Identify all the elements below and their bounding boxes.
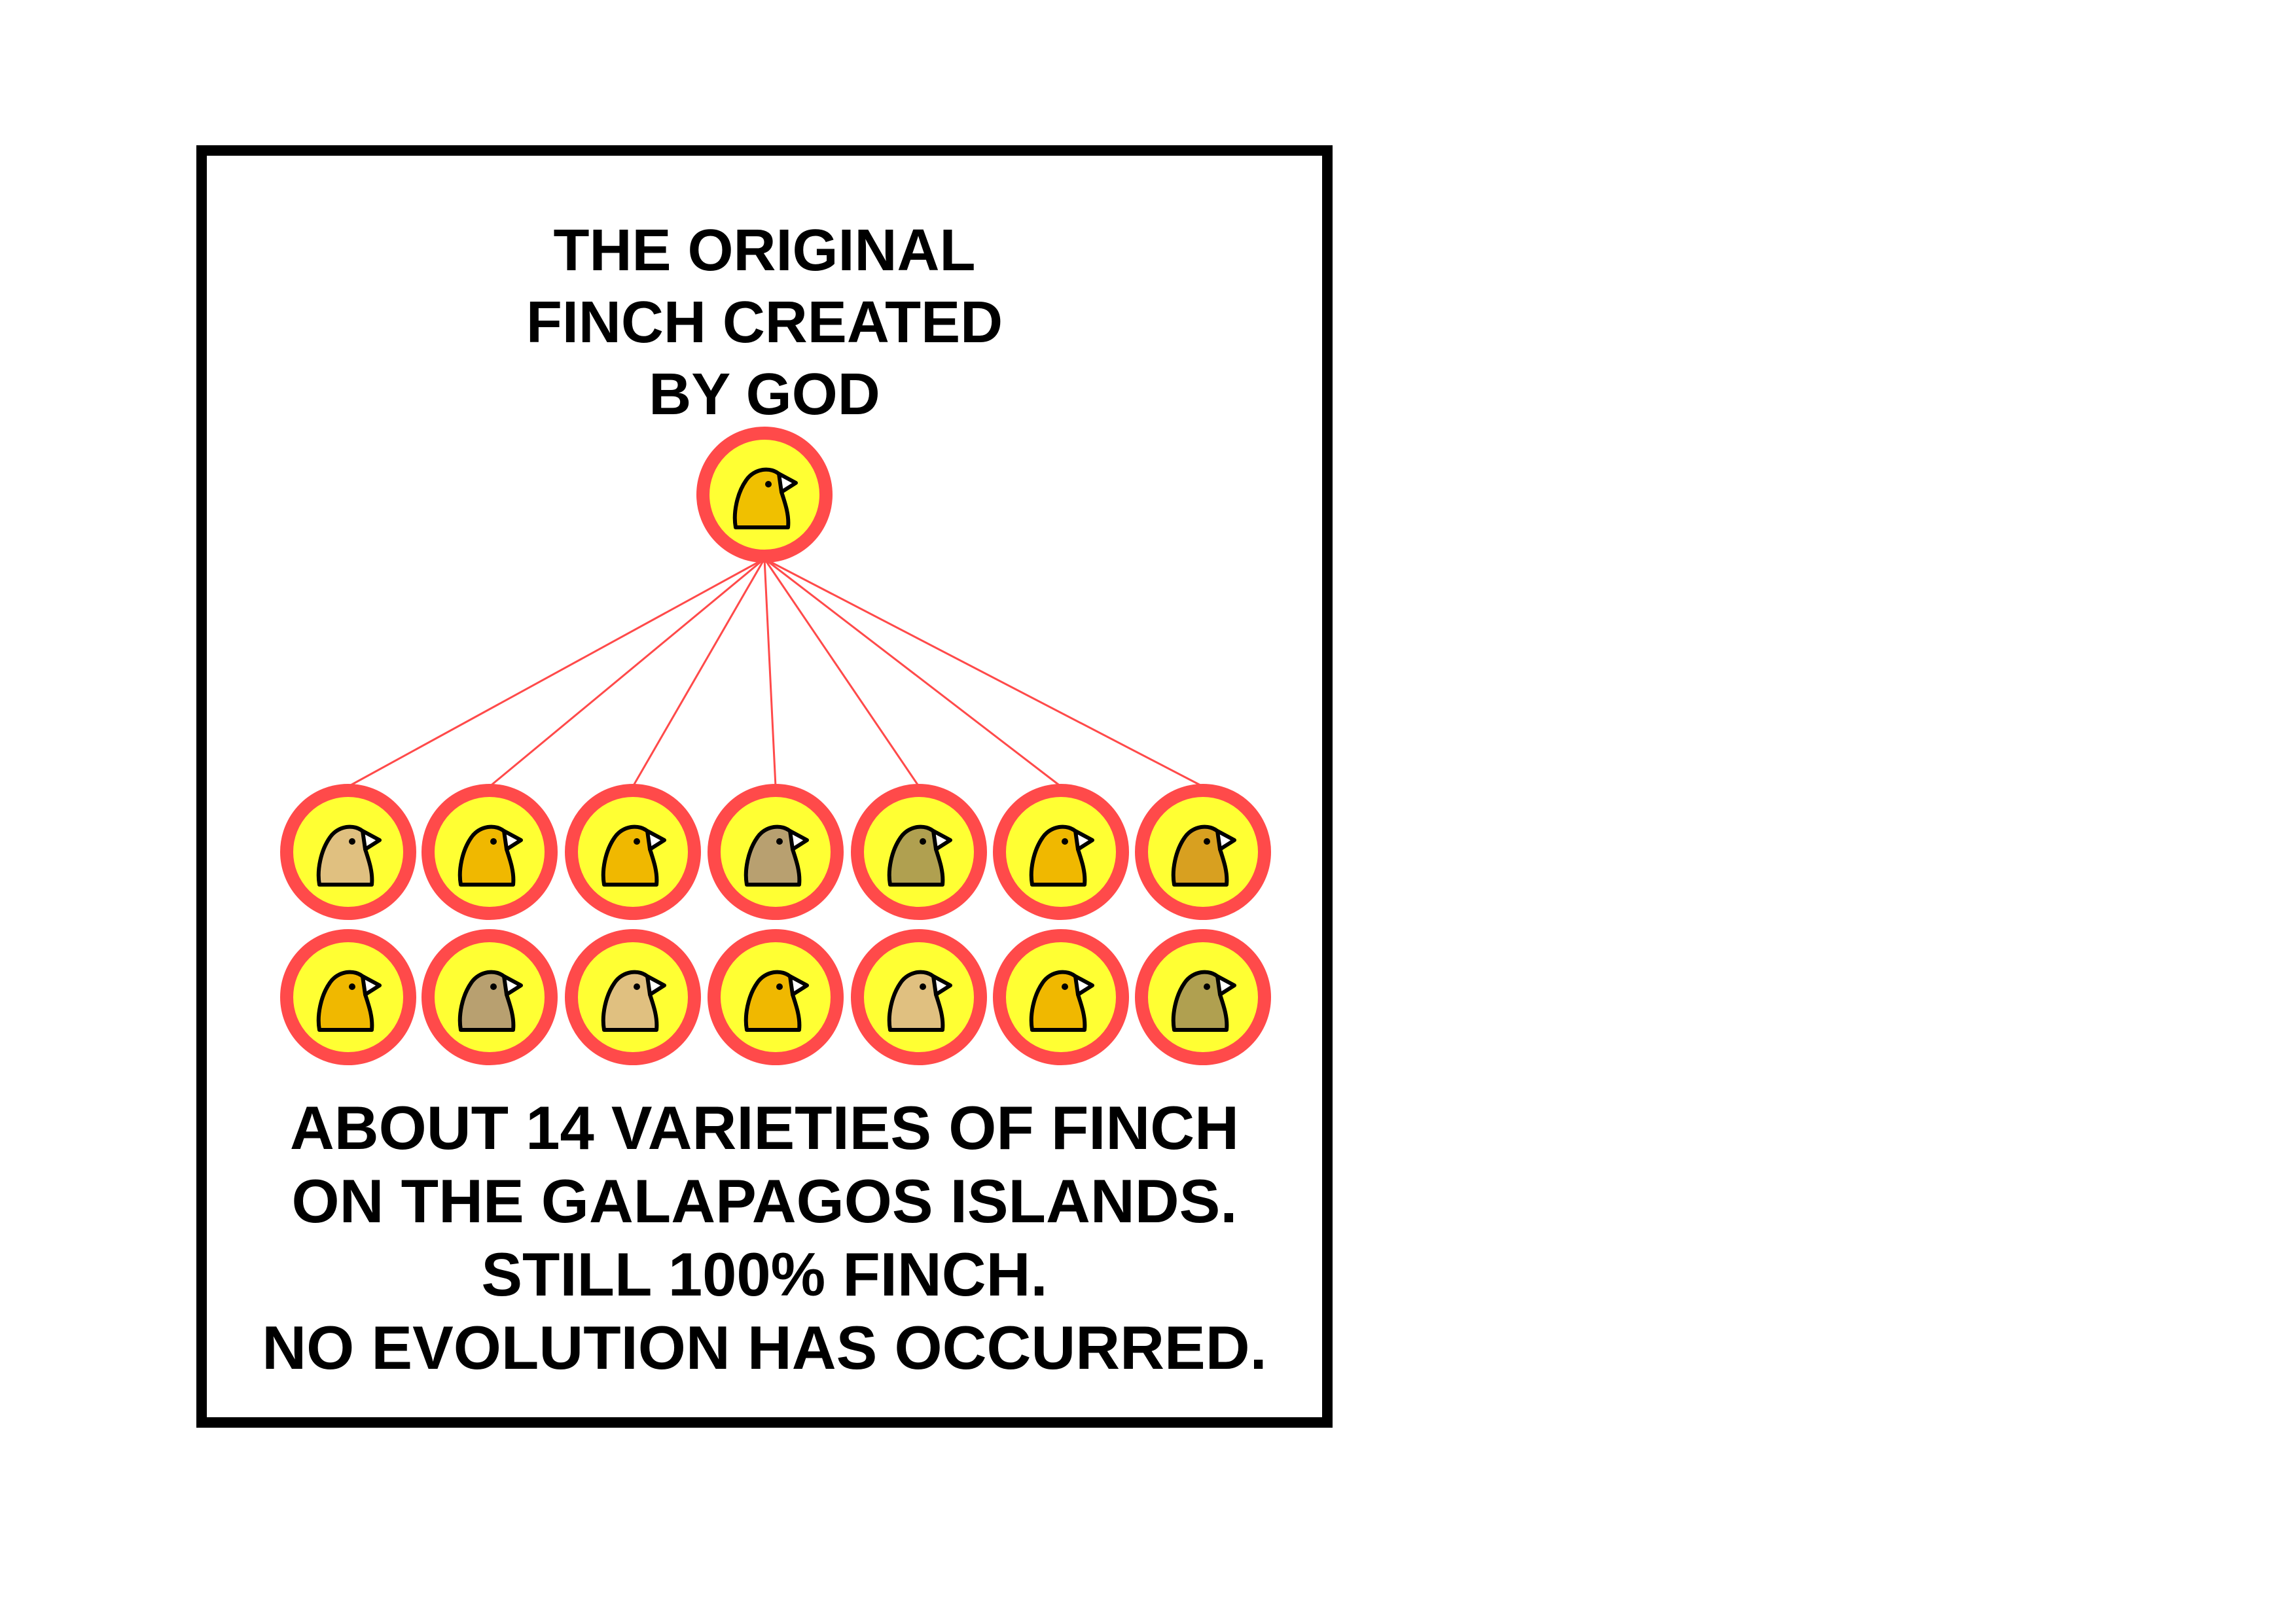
- finch-variety-medallion-r1-c5: [851, 784, 987, 920]
- finch-variety-medallion-r2-c4: [708, 929, 844, 1065]
- original-finch-medallion: [696, 427, 833, 563]
- title-line-3: BY GOD: [649, 362, 880, 427]
- connector-line-1: [348, 557, 765, 788]
- finch-variety-medallion-r1-c3: [565, 784, 701, 920]
- finch-beak-icon: [788, 829, 809, 851]
- connector-line-6: [764, 557, 1062, 788]
- finch-beak-icon: [788, 974, 809, 997]
- finch-beak-icon: [645, 974, 666, 997]
- finch-variety-medallion-r2-c2: [422, 929, 558, 1065]
- finch-eye-icon: [490, 838, 497, 845]
- finch-variety-medallion-r1-c1: [280, 784, 416, 920]
- connector-line-4: [763, 558, 777, 787]
- caption-line-3: STILL 100% FINCH.: [481, 1240, 1048, 1309]
- finch-eye-icon: [1204, 983, 1210, 990]
- finch-eye-icon: [634, 838, 640, 845]
- finch-beak-icon: [361, 829, 382, 851]
- finch-beak-icon: [361, 974, 382, 997]
- finch-variety-medallion-r1-c4: [708, 784, 844, 920]
- finch-variety-medallion-r2-c7: [1135, 929, 1271, 1065]
- finch-eye-icon: [920, 983, 926, 990]
- finch-eye-icon: [1204, 838, 1210, 845]
- finch-eye-icon: [1062, 838, 1068, 845]
- finch-beak-icon: [1215, 829, 1236, 851]
- connector-line-3: [632, 558, 766, 787]
- finch-beak-icon: [931, 974, 952, 997]
- title-line-2: FINCH CREATED: [526, 290, 1003, 355]
- finch-eye-icon: [349, 983, 355, 990]
- finch-beak-icon: [502, 829, 523, 851]
- finch-eye-icon: [776, 838, 783, 845]
- finch-eye-icon: [776, 983, 783, 990]
- connector-line-7: [764, 557, 1204, 788]
- finch-variety-medallion-r1-c7: [1135, 784, 1271, 920]
- finch-variety-medallion-r2-c6: [993, 929, 1129, 1065]
- finch-variety-medallion-r2-c3: [565, 929, 701, 1065]
- finch-eye-icon: [1062, 983, 1068, 990]
- finch-eye-icon: [349, 838, 355, 845]
- title-line-1: THE ORIGINAL: [553, 218, 976, 283]
- caption-line-1: ABOUT 14 VARIETIES OF FINCH: [289, 1093, 1240, 1162]
- finch-beak-icon: [502, 974, 523, 997]
- finch-eye-icon: [765, 481, 772, 487]
- finch-variety-medallion-r1-c6: [993, 784, 1129, 920]
- finch-beak-icon: [931, 829, 952, 851]
- caption-line-4: NO EVOLUTION HAS OCCURRED.: [262, 1313, 1267, 1382]
- finch-family-tree: [280, 427, 1271, 1065]
- finch-beak-icon: [1215, 974, 1236, 997]
- finch-beak-icon: [777, 472, 798, 494]
- finch-variety-medallion-r2-c5: [851, 929, 987, 1065]
- finch-beak-icon: [645, 829, 666, 851]
- diagram-frame: THE ORIGINAL FINCH CREATED BY GOD ABOUT …: [196, 145, 1333, 1428]
- connector-line-5: [763, 558, 920, 787]
- caption-line-2: ON THE GALAPAGOS ISLANDS.: [291, 1167, 1238, 1235]
- finch-eye-icon: [634, 983, 640, 990]
- finch-variety-medallion-r2-c1: [280, 929, 416, 1065]
- finch-variety-medallion-r1-c2: [422, 784, 558, 920]
- connector-line-2: [489, 557, 765, 788]
- finch-eye-icon: [920, 838, 926, 845]
- finch-eye-icon: [490, 983, 497, 990]
- finch-beak-icon: [1073, 829, 1094, 851]
- finch-beak-icon: [1073, 974, 1094, 997]
